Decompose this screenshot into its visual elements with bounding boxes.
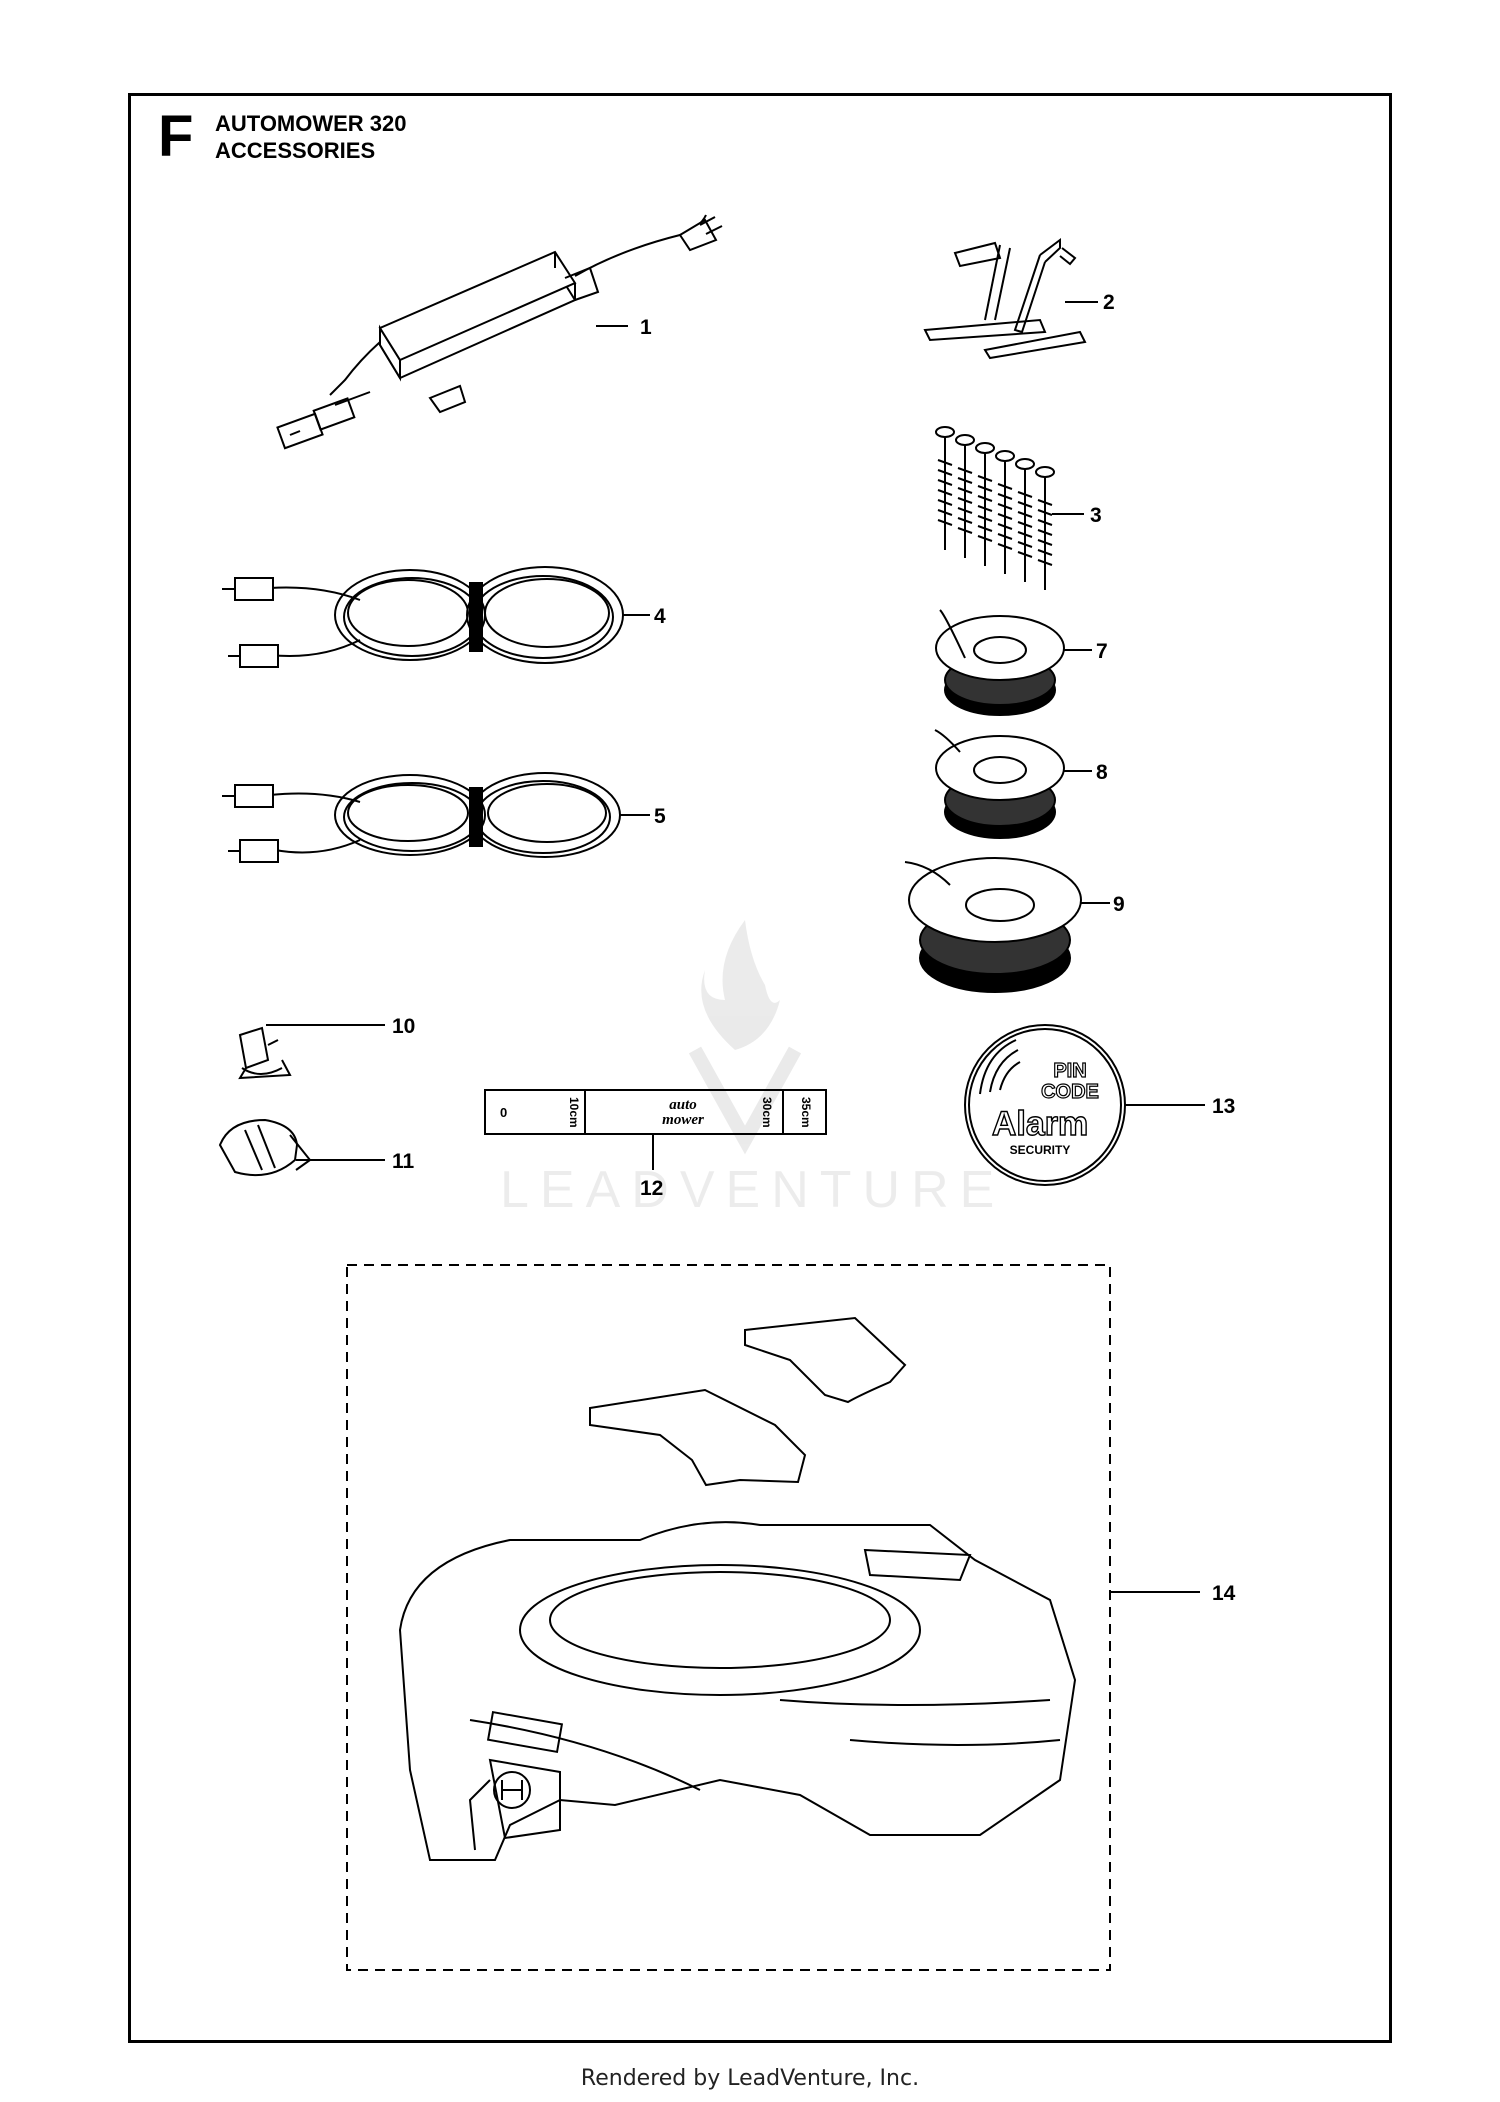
- boundary-wire-reel-large[interactable]: [904, 857, 1082, 993]
- low-voltage-cable-short[interactable]: [222, 772, 621, 863]
- ruler-mark-30: 30cm: [760, 1097, 774, 1128]
- section-letter: F: [158, 104, 194, 169]
- sticker-code: CODE: [1041, 1081, 1099, 1103]
- callout-3: 3: [1090, 504, 1102, 527]
- diagram-title-section: ACCESSORIES: [215, 138, 376, 163]
- boundary-pegs[interactable]: [923, 238, 1087, 360]
- callout-1: 1: [640, 316, 652, 339]
- callout-13: 13: [1212, 1095, 1235, 1118]
- callout-2: 2: [1103, 291, 1115, 314]
- ruler-brand-auto: auto: [669, 1097, 697, 1113]
- screw-pegs[interactable]: [935, 426, 1055, 590]
- power-supply[interactable]: [276, 214, 723, 450]
- footer-credit: Rendered by LeadVenture, Inc.: [580, 2066, 920, 2091]
- callout-10: 10: [392, 1015, 415, 1038]
- callout-9: 9: [1113, 893, 1125, 916]
- mower-brand-logo: [493, 1771, 531, 1809]
- coupler[interactable]: [218, 1118, 312, 1177]
- diagram-title-model: AUTOMOWER 320: [215, 111, 407, 136]
- callout-7: 7: [1096, 640, 1108, 663]
- ruler-mark-10: 10cm: [567, 1097, 581, 1128]
- sticker-security: SECURITY: [1010, 1143, 1071, 1157]
- watermark-text: LEADVENTURE: [500, 1161, 1006, 1219]
- ruler-brand-mower: mower: [662, 1112, 704, 1128]
- callout-12: 12: [640, 1177, 663, 1200]
- boundary-wire-reel-small[interactable]: [935, 609, 1065, 716]
- sticker-alarm: Alarm: [992, 1105, 1088, 1143]
- body-cover-kit[interactable]: [346, 1264, 1111, 1971]
- ruler-mark-0: 0: [500, 1105, 507, 1120]
- callout-11: 11: [392, 1150, 415, 1173]
- watermark-logo: [688, 920, 802, 1155]
- callout-4: 4: [654, 605, 666, 628]
- low-voltage-cable-long[interactable]: [222, 566, 624, 668]
- diagram-frame: [128, 93, 1392, 2043]
- wire-connector[interactable]: [238, 1026, 292, 1080]
- boundary-wire-reel-medium[interactable]: [934, 729, 1065, 839]
- callout-8: 8: [1096, 761, 1108, 784]
- callout-14: 14: [1212, 1582, 1236, 1605]
- measuring-ruler[interactable]: [484, 1089, 827, 1170]
- sticker-pin: PIN: [1053, 1060, 1086, 1082]
- callout-5: 5: [654, 805, 666, 828]
- ruler-mark-35: 35cm: [799, 1097, 813, 1128]
